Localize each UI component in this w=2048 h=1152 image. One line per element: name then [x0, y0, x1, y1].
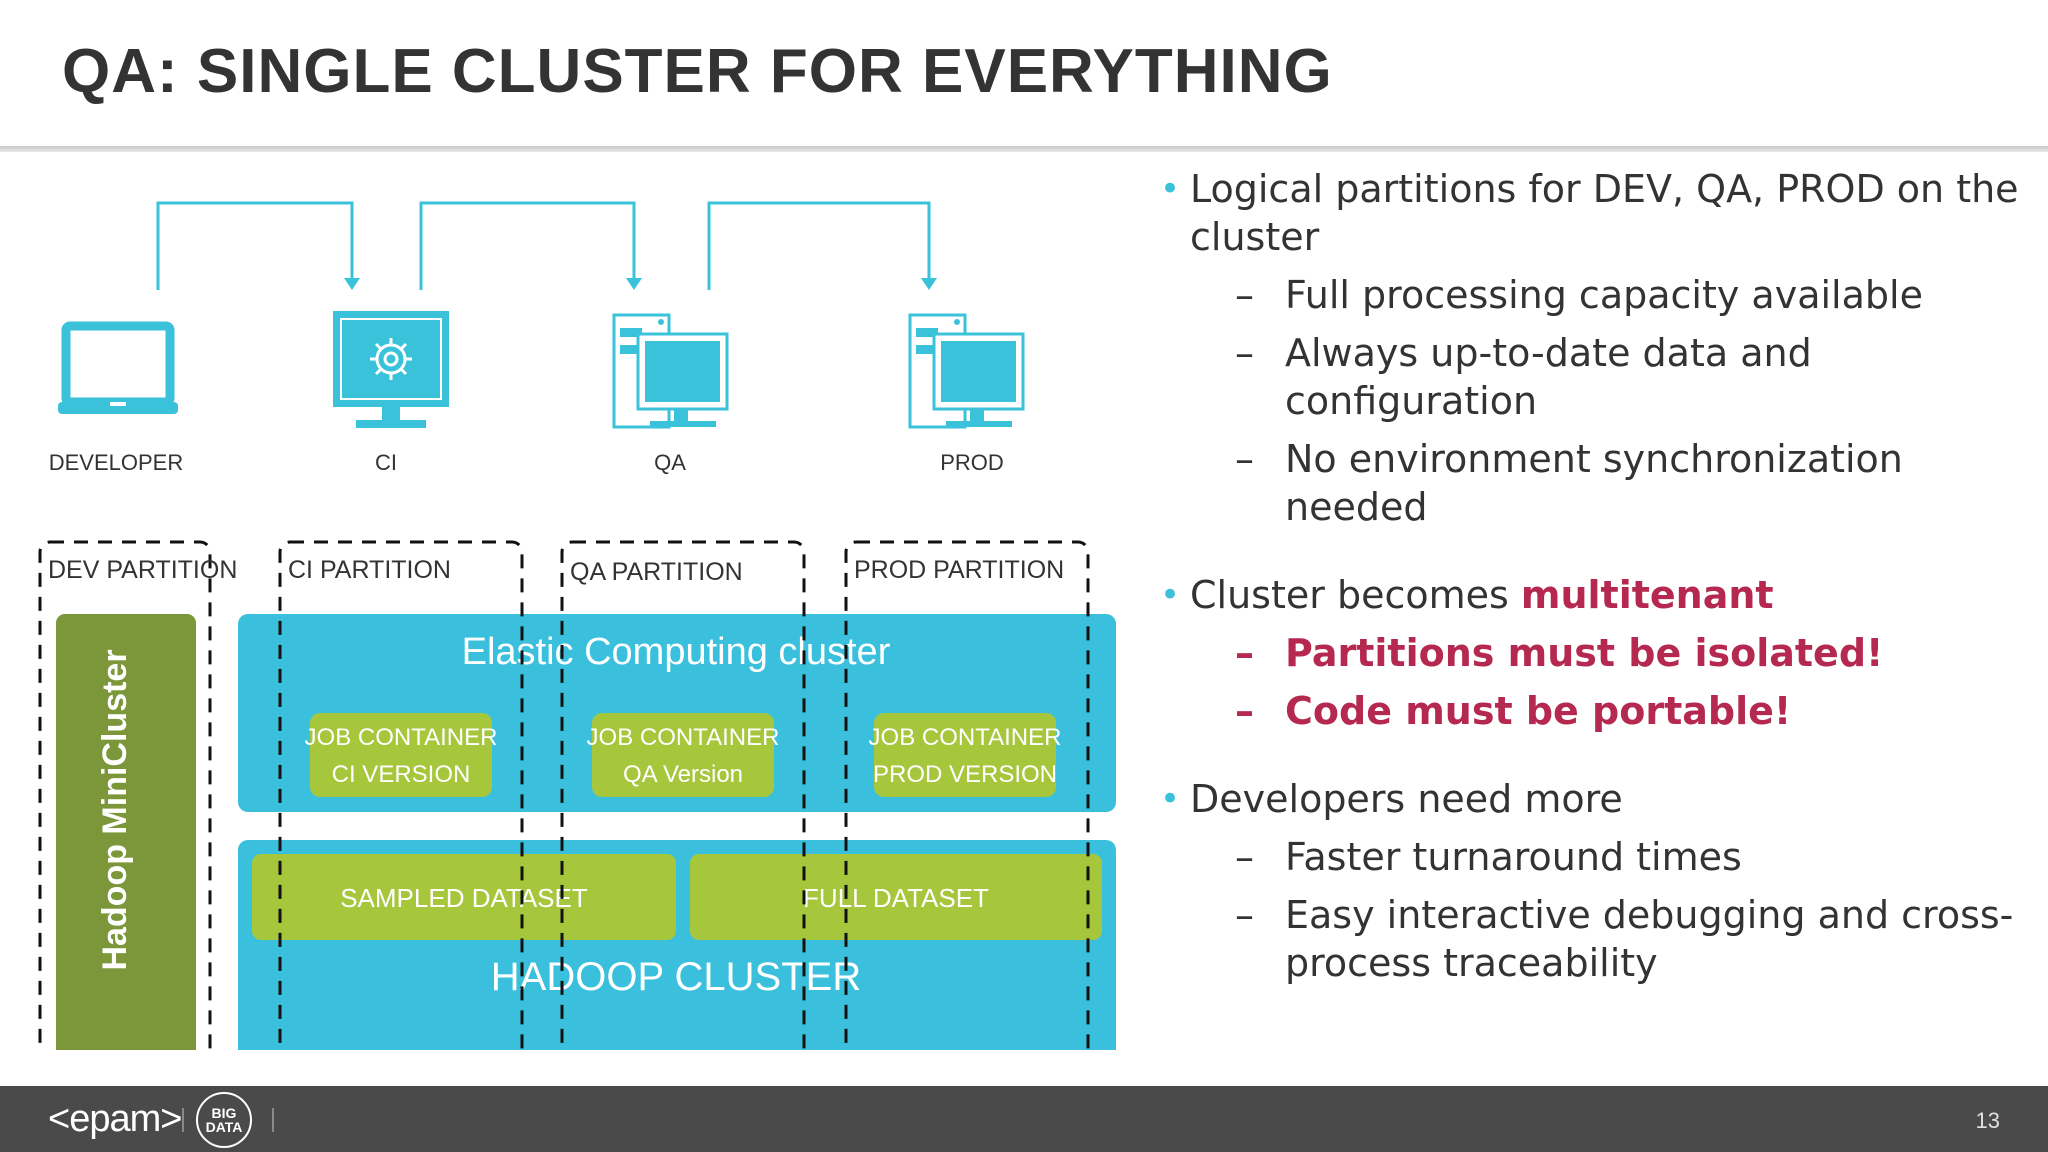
bigdata-logo-line1: BIG — [211, 1105, 237, 1121]
laptop-icon — [58, 321, 178, 414]
arrow-dev-to-ci — [156, 201, 354, 290]
partition-label-ci: CI PARTITION — [288, 556, 451, 584]
full-dataset — [690, 854, 1102, 940]
sub-bullet: –Easy interactive debugging and cross-pr… — [1235, 893, 2014, 985]
sub-bullet-text: Code must be portable! — [1285, 689, 1792, 733]
bullet-text: Cluster becomes — [1190, 573, 1521, 617]
arrowhead-qa — [626, 278, 642, 290]
bullet-multitenant: •Cluster becomes multitenant — [1160, 571, 2020, 619]
minicluster-label: Hadoop MiniCluster — [96, 649, 134, 970]
job-container-line1: JOB CONTAINER — [305, 724, 498, 751]
slide-title: QA: SINGLE CLUSTER FOR EVERYTHING — [62, 37, 1333, 106]
partition-label-prod: PROD PARTITION — [854, 556, 1064, 584]
sub-bullet-text: Easy interactive debugging and cross-pro… — [1285, 893, 2014, 985]
sub-bullet: –Partitions must be isolated! — [1235, 631, 1884, 675]
partition-box-dev — [38, 540, 212, 1050]
hadoop-minicluster — [56, 614, 196, 1050]
workstation-icon — [612, 313, 729, 429]
sub-bullet: –Code must be portable! — [1235, 689, 1792, 733]
sub-bullet: –No environment synchronization needed — [1235, 437, 1903, 529]
elastic-cluster-label: Elastic Computing cluster — [462, 631, 891, 673]
bullet-dot: • — [1160, 779, 1181, 819]
partition-box-qa — [560, 540, 806, 1050]
sub-bullet-text: Full processing capacity available — [1285, 273, 1923, 317]
architecture-diagram: DEVELOPER CI QA PROD Hadoop MiniCluster … — [38, 201, 1116, 1050]
page-number: 13 — [1975, 1108, 2000, 1133]
sampled-dataset-label: SAMPLED DATASET — [340, 883, 588, 913]
hadoop-cluster-label: HADOOP CLUSTER — [491, 955, 861, 999]
machine-label-ci: CI — [375, 450, 397, 475]
sub-bullet: –Full processing capacity available — [1235, 273, 1923, 317]
epam-logo: <epam> — [48, 1098, 182, 1140]
job-container-line1: JOB CONTAINER — [587, 724, 780, 751]
sub-bullet: –Faster turnaround times — [1235, 835, 1742, 879]
sub-bullet-text: No environment synchronization needed — [1285, 437, 1903, 529]
full-dataset-label: FULL DATASET — [803, 883, 989, 913]
bullet-list: •Logical partitions for DEV, QA, PROD on… — [1160, 165, 2020, 997]
footer-divider — [272, 1108, 274, 1132]
arrow-ci-to-qa — [419, 201, 636, 290]
job-container-line2: PROD VERSION — [873, 761, 1057, 788]
arrowhead-ci — [344, 278, 360, 290]
bullet-highlight: multitenant — [1520, 573, 1774, 617]
machine-label-prod: PROD — [940, 450, 1004, 475]
job-container-ci: JOB CONTAINER CI VERSION — [305, 713, 498, 797]
footer-divider — [182, 1108, 184, 1132]
partition-label-dev: DEV PARTITION — [48, 556, 237, 584]
job-container-line2: CI VERSION — [332, 761, 471, 788]
bullet-logical-partitions: •Logical partitions for DEV, QA, PROD on… — [1160, 165, 2020, 261]
job-container-prod: JOB CONTAINER PROD VERSION — [869, 713, 1062, 797]
sampled-dataset — [252, 854, 676, 940]
flow-arrows — [156, 201, 931, 290]
gear-monitor-icon — [333, 311, 449, 428]
gear-icon — [370, 338, 412, 380]
bullet-dot: • — [1160, 169, 1181, 209]
sub-bullet: –Always up-to-date data and configuratio… — [1235, 331, 1812, 423]
partition-box-ci — [278, 540, 524, 1050]
workstation-icon — [908, 313, 1025, 429]
job-container-line1: JOB CONTAINER — [869, 724, 1062, 751]
arrow-qa-to-prod — [707, 201, 931, 290]
partition-label-qa: QA PARTITION — [570, 558, 743, 586]
machine-label-qa: QA — [654, 450, 686, 475]
title-divider — [0, 146, 2048, 152]
bullet-dot: • — [1160, 575, 1181, 615]
sub-bullet-text: Always up-to-date data and configuration — [1285, 331, 1812, 423]
job-container-qa: JOB CONTAINER QA Version — [587, 713, 780, 797]
sub-bullet-text: Partitions must be isolated! — [1285, 631, 1884, 675]
arrowhead-prod — [921, 278, 937, 290]
sub-bullet-text: Faster turnaround times — [1285, 835, 1742, 879]
partition-box-prod — [844, 540, 1090, 1050]
bigdata-logo-line2: DATA — [205, 1119, 243, 1135]
machine-label-developer: DEVELOPER — [49, 450, 184, 475]
bullet-developers: •Developers need more — [1160, 775, 2020, 823]
bullet-text: Logical partitions for DEV, QA, PROD on … — [1190, 167, 2019, 259]
bullet-text: Developers need more — [1190, 777, 1623, 821]
job-container-line2: QA Version — [623, 761, 743, 788]
